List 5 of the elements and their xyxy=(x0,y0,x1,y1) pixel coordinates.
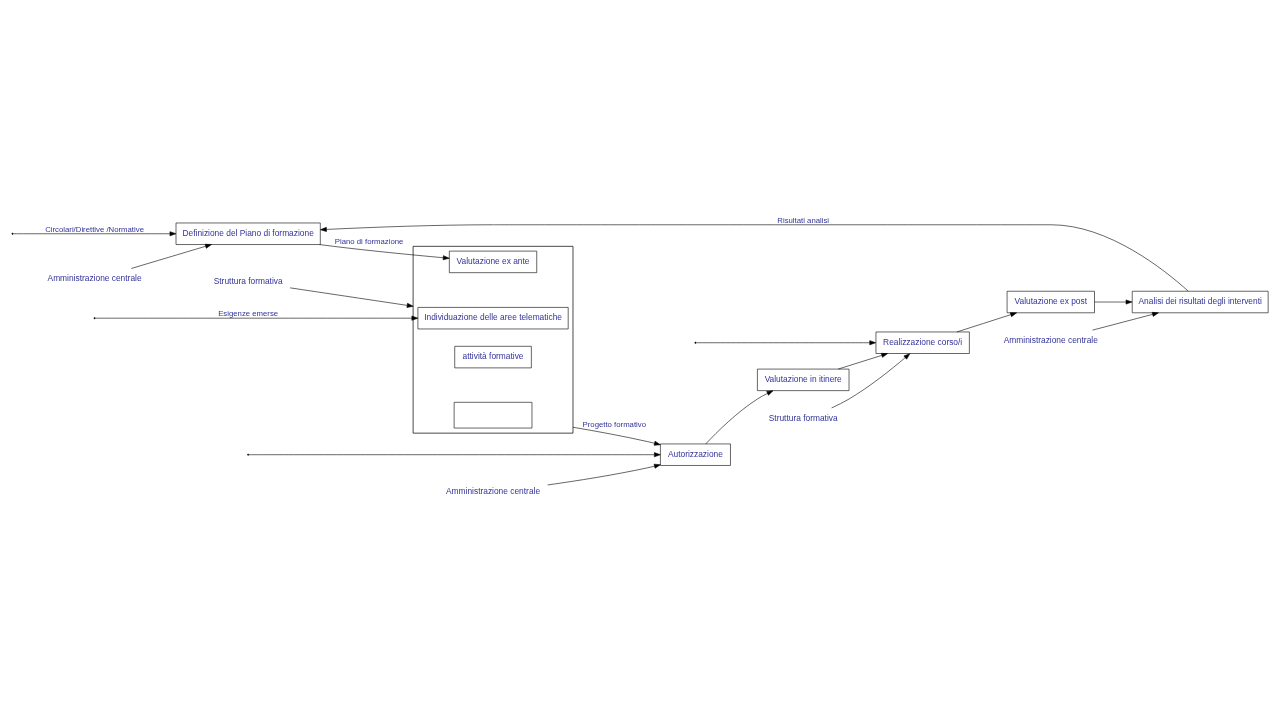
node-text: Struttura formativa xyxy=(768,412,838,423)
node-text: Amministrazione centrale xyxy=(446,485,541,496)
node-text: Amministrazione centrale xyxy=(47,272,142,283)
node-text: Struttura formativa xyxy=(213,275,283,286)
node-text: Amministrazione centrale xyxy=(1003,334,1098,345)
